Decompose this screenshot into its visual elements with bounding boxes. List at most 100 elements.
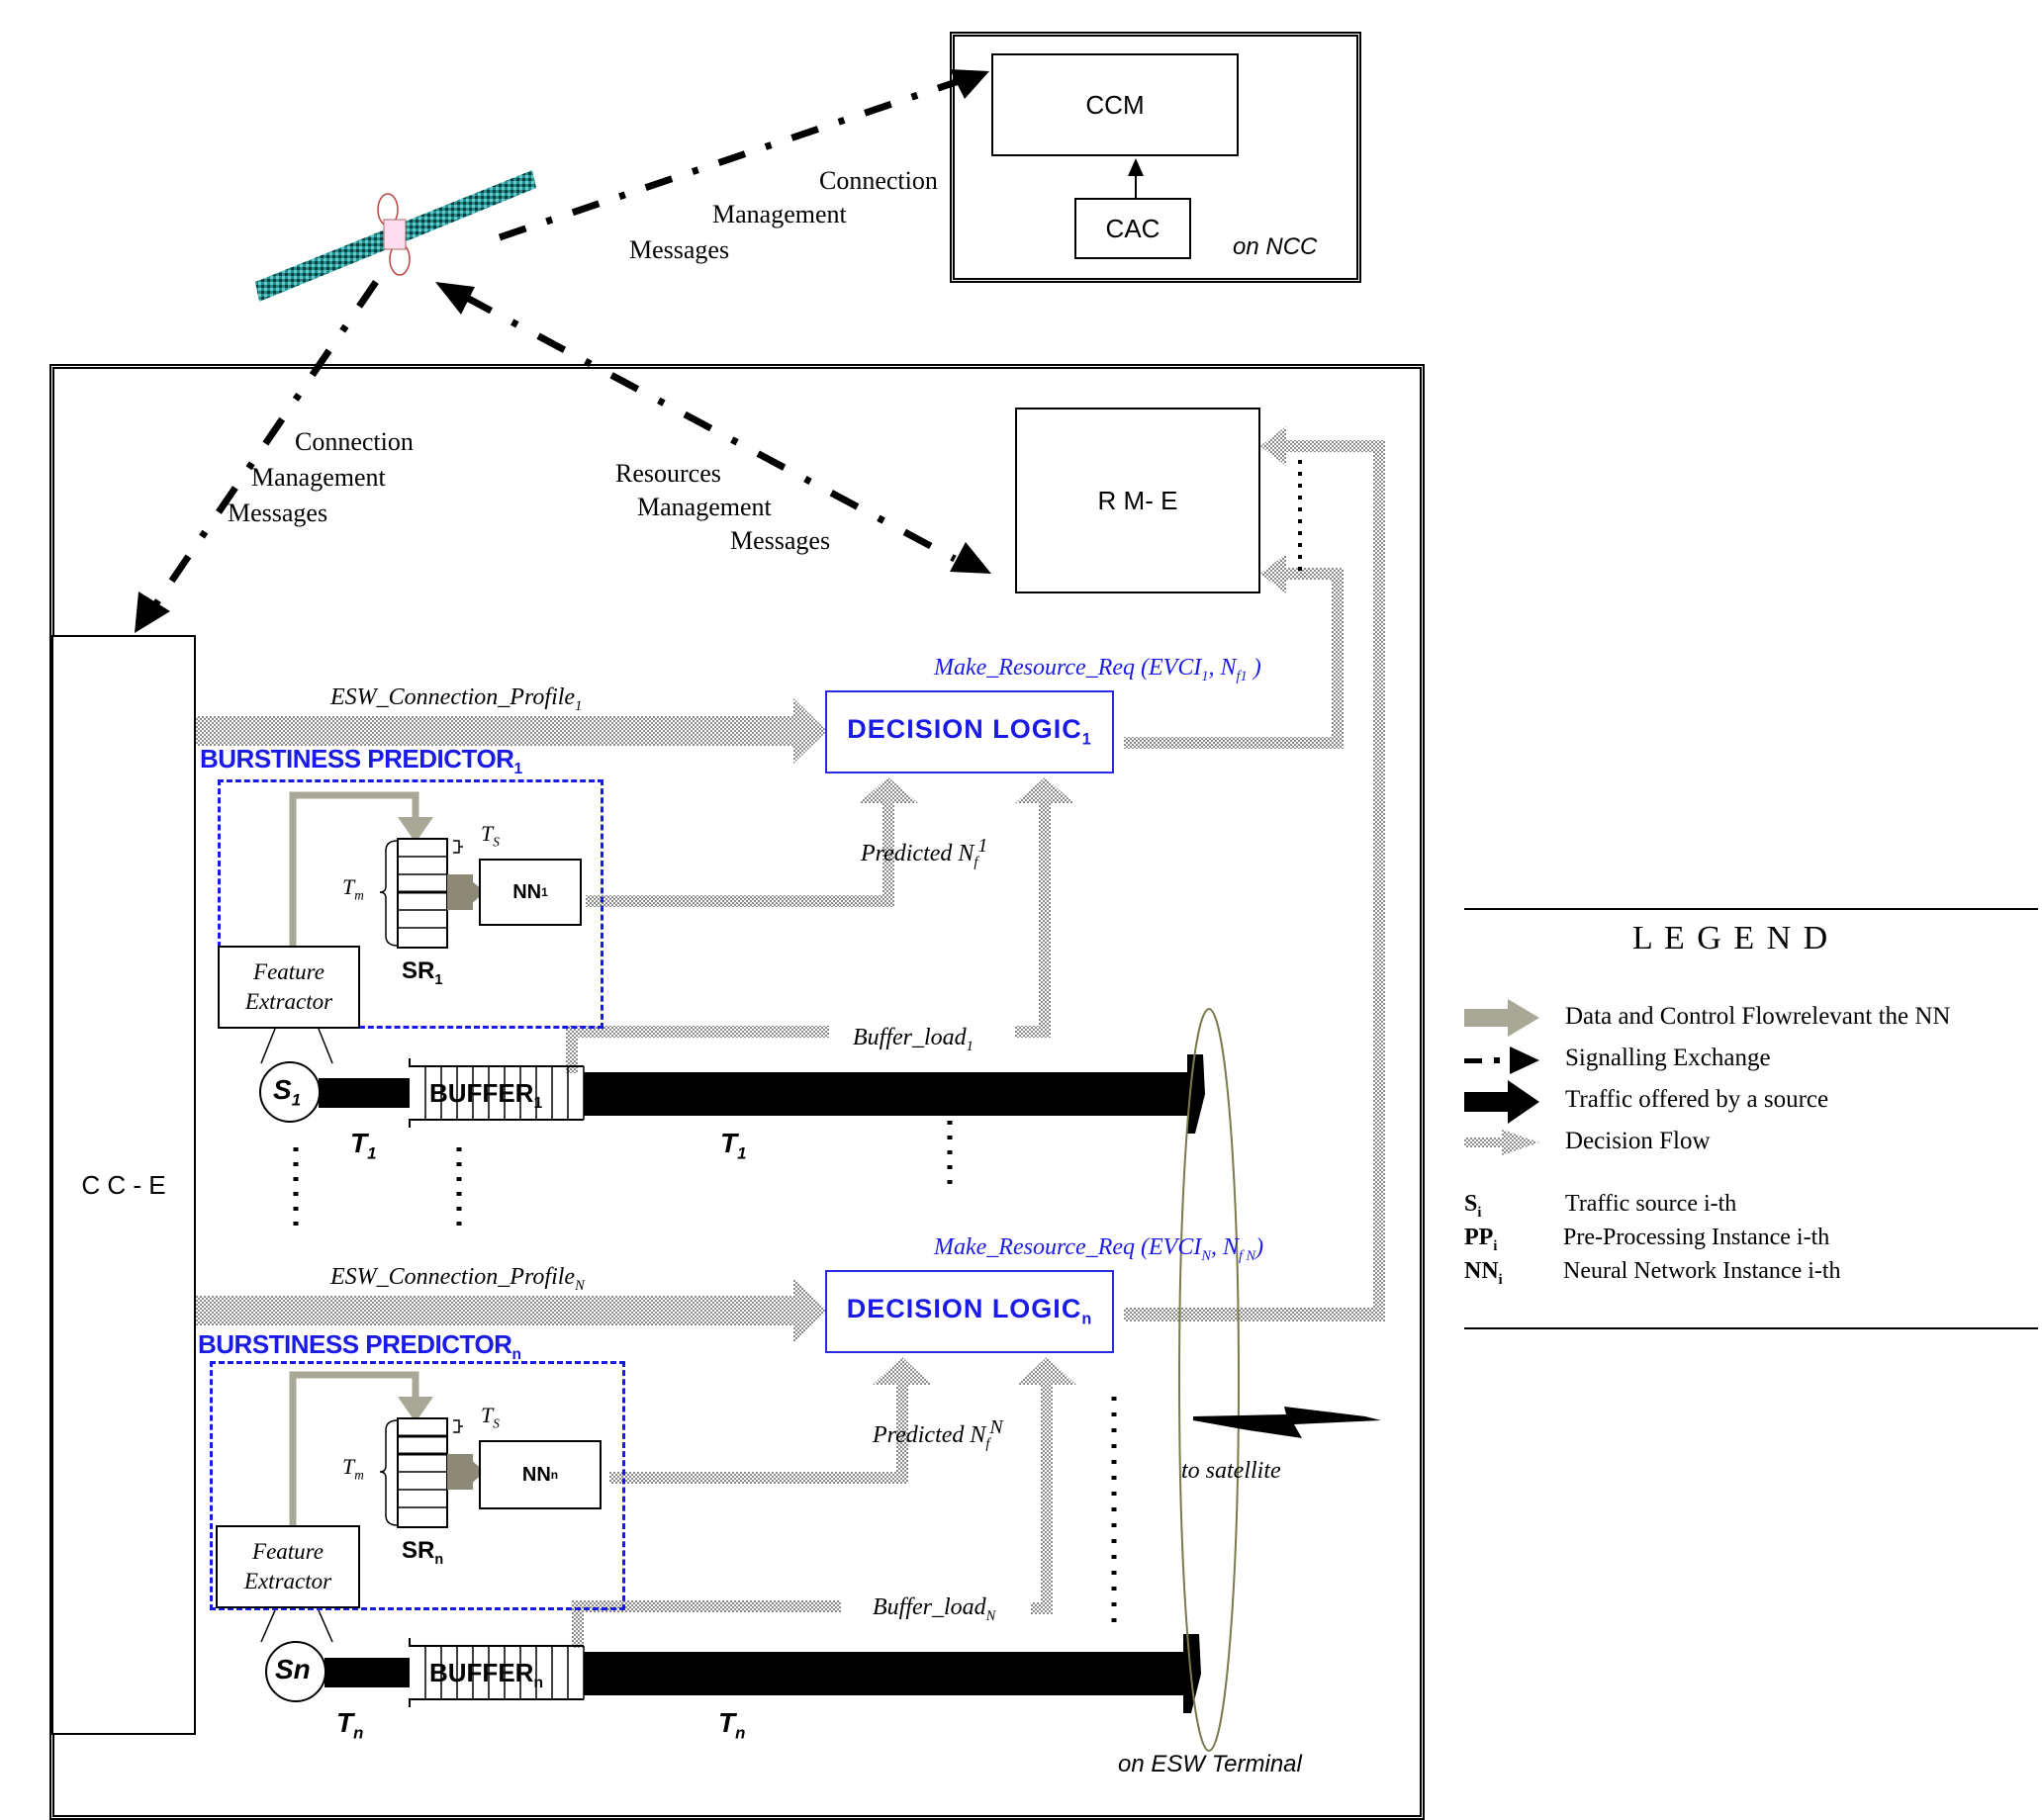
ts-label-n: TS [481, 1403, 500, 1431]
decision-logic-label-n: DECISION LOGICn [846, 1294, 1093, 1328]
signalling-arrow-icon [1464, 1046, 1539, 1074]
t-label-source-n: Tn [336, 1707, 364, 1743]
decision-flow-nnn-predicted [609, 1357, 932, 1484]
burstiness-predictor-label-1: BURSTINESS PREDICTOR1 [200, 744, 522, 778]
cac-to-ccm-arrow [1128, 158, 1144, 198]
ccm-label: CCM [1085, 89, 1145, 120]
beam-ellipse [1178, 1008, 1240, 1752]
legend-symbol-preprocessing-label: Pre-Processing Instance i-th [1563, 1225, 1830, 1250]
resource-req-label-n: Make_Resource_Req (EVCIN, Nf N) [934, 1234, 1264, 1264]
burstiness-predictor-frame-1 [218, 779, 603, 1029]
satellite-icon [255, 170, 536, 302]
cce-link-label-line3: Messages [228, 499, 328, 527]
t-label-output-n: Tn [718, 1707, 746, 1743]
burstiness-predictor-frame-n [210, 1361, 625, 1610]
profile-label-1: ESW_Connection_Profile1 [330, 684, 583, 714]
traffic-bar-source-to-buffer-n [325, 1658, 410, 1687]
cce-label: C C - E [81, 1169, 166, 1200]
buffer-label-1: BUFFER1 [429, 1078, 543, 1113]
decision-flow-buffer-load-n [572, 1357, 1076, 1648]
decision-flow-buffer-load-1 [566, 777, 1074, 1073]
ts-label-1: TS [481, 821, 500, 850]
profile-label-n: ESW_Connection_ProfileN [330, 1264, 585, 1294]
decision-logic-box-1[interactable]: DECISION LOGIC1 [825, 690, 1114, 774]
legend-symbol-nn: NNi [1464, 1258, 1503, 1288]
decision-flow-dln-to-rme [1124, 426, 1385, 1321]
shift-register-1 [379, 838, 485, 949]
buffer-1-queue [409, 1058, 585, 1128]
signalling-arrow-satellite-to-cce [135, 280, 379, 633]
legend-symbol-nn-label: Neural Network Instance i-th [1563, 1258, 1841, 1284]
burstiness-predictor-label-n: BURSTINESS PREDICTORn [198, 1329, 521, 1364]
decision-flow-profile-n [194, 1278, 827, 1343]
traffic-bar-source-to-buffer-1 [319, 1078, 410, 1108]
legend-symbol-preprocessing: PPi [1464, 1225, 1498, 1254]
rme-link-label-line2: Management [637, 493, 772, 521]
buffer-load-label-n: Buffer_loadN [873, 1594, 996, 1624]
to-satellite-label: to satellite [1181, 1458, 1281, 1484]
decision-logic-label-1: DECISION LOGIC1 [847, 714, 1092, 749]
ncc-link-label-line3: Messages [629, 235, 730, 264]
cce-link-label-line2: Management [251, 463, 386, 492]
sr-label-n: SRn [402, 1537, 444, 1568]
source-1-tap-lines [260, 1028, 333, 1064]
legend-symbol-source: Si [1464, 1191, 1482, 1221]
cac-box[interactable]: CAC [1074, 198, 1191, 259]
legend-item-data-control-flow: Data and Control Flowrelevant the NN [1565, 1003, 1951, 1030]
legend-symbol-source-label: Traffic source i-th [1565, 1191, 1737, 1217]
rme-link-label-line3: Messages [730, 526, 831, 555]
legend: L E G E N D Data and Control Flowrelevan… [1464, 908, 2042, 1329]
cce-link-label-line1: Connection [295, 427, 414, 456]
ncc-link-label-line1: Connection [819, 166, 938, 195]
feature-extractor-label-line2: Extractor [244, 989, 333, 1014]
source-label-n: Sn [275, 1654, 311, 1684]
rme-link-label-line1: Resources [615, 459, 721, 488]
feature-extractor-box-n[interactable]: Feature Extractor [216, 1525, 360, 1608]
legend-top-rule [1464, 908, 2038, 910]
esw-terminal-location-label: on ESW Terminal [1118, 1751, 1302, 1777]
shift-register-n [379, 1417, 485, 1528]
feature-extractor-label-line1: Feature [253, 959, 325, 985]
tm-label-n: Tm [342, 1454, 364, 1483]
signalling-arrow-satellite-to-ccm [498, 69, 989, 241]
buffer-label-n: BUFFERn [429, 1658, 543, 1692]
decision-flow-nn1-predicted [586, 777, 918, 907]
traffic-arrow-icon [1464, 1080, 1539, 1124]
legend-item-decision-flow: Decision Flow [1565, 1128, 1711, 1154]
signalling-arrow-satellite-to-rme [435, 282, 991, 574]
feature-extractor-label-line1: Feature [252, 1539, 324, 1565]
tm-label-1: Tm [342, 874, 364, 903]
source-label-1: S1 [273, 1074, 302, 1110]
source-n-tap-lines [260, 1609, 333, 1643]
cce-box[interactable]: C C - E [51, 635, 196, 1735]
ccm-box[interactable]: CCM [991, 53, 1239, 156]
buffer-load-label-1: Buffer_load1 [853, 1025, 974, 1054]
resource-req-label-1: Make_Resource_Req (EVCI1, Nf1 ) [934, 655, 1261, 684]
ncc-frame [950, 32, 1361, 283]
feature-extractor-box-1[interactable]: Feature Extractor [218, 946, 360, 1029]
legend-title: L E G E N D [1632, 920, 1830, 956]
nn-flow-arrow-1 [289, 791, 433, 948]
nn-flow-arrow-n [289, 1371, 433, 1531]
ncc-location-label: on NCC [1233, 233, 1318, 260]
legend-item-signalling: Signalling Exchange [1565, 1045, 1771, 1071]
cac-label: CAC [1105, 213, 1160, 243]
predicted-label-1: Predicted Nf1 [861, 835, 988, 870]
rme-box[interactable]: R M- E [1015, 408, 1260, 593]
decision-logic-box-n[interactable]: DECISION LOGICn [825, 1270, 1114, 1353]
traffic-arrow-1 [584, 1054, 1205, 1134]
rme-label: R M- E [1097, 485, 1178, 515]
legend-item-traffic: Traffic offered by a source [1565, 1086, 1829, 1113]
t-label-source-1: T1 [350, 1128, 377, 1163]
feature-extractor-label-line2: Extractor [243, 1569, 332, 1593]
traffic-arrow-n [584, 1634, 1201, 1713]
decision-flow-arrow-icon [1464, 1130, 1539, 1155]
legend-bottom-rule [1464, 1327, 2038, 1329]
lightning-bolt-icon [1193, 1407, 1381, 1438]
predicted-label-n: Predicted NfN [873, 1416, 1003, 1452]
decision-flow-profile-1 [194, 698, 827, 764]
ncc-link-label-line2: Management [712, 200, 847, 228]
